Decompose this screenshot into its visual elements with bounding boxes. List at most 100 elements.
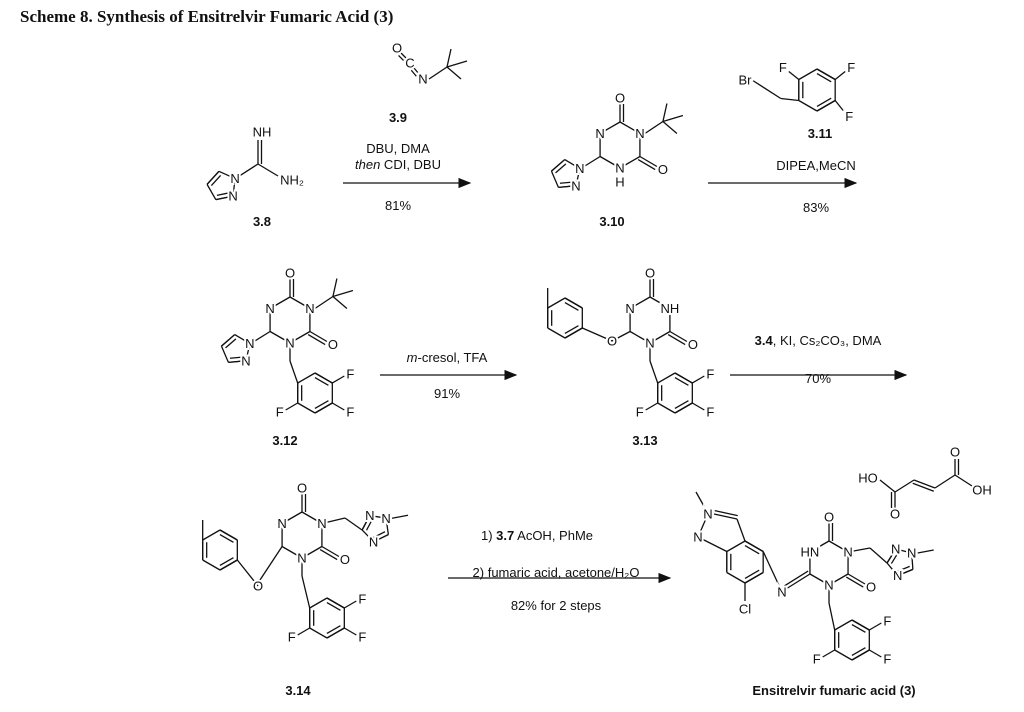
bond (413, 67, 420, 75)
bond (365, 518, 374, 531)
labels: DBU, DMA then CDI, DBU 81% DIPEA,MeCN 83… (253, 110, 916, 698)
bond (228, 360, 247, 364)
atom-label-n: N (907, 545, 916, 560)
compound-label-3-13: 3.13 (632, 433, 657, 448)
bond (726, 571, 746, 584)
bond (547, 297, 566, 309)
bond (564, 159, 581, 170)
bond (847, 573, 866, 585)
bond (934, 474, 956, 489)
bond (314, 402, 333, 414)
atom-label-n: N (241, 353, 250, 368)
bond (297, 372, 316, 384)
bond (886, 562, 899, 577)
bond (691, 375, 705, 384)
atom-label-n: N (645, 336, 654, 351)
atom-label-f: F (346, 405, 354, 420)
bond (332, 296, 348, 309)
atom-label-n: N (777, 585, 786, 600)
bond (428, 66, 448, 80)
bond (245, 343, 251, 361)
bond (834, 100, 844, 111)
bond (564, 325, 579, 334)
bond (301, 511, 323, 525)
bond (788, 70, 800, 81)
bond (851, 647, 866, 656)
bond (897, 568, 914, 577)
atom-label-cl: Cl (739, 602, 751, 617)
bond (281, 511, 303, 525)
atom-label-o: O (297, 481, 307, 496)
bond (912, 482, 934, 492)
compound-label-3-8: 3.8 (253, 214, 271, 229)
bond (762, 551, 783, 593)
bond (575, 168, 581, 186)
bond (202, 529, 221, 541)
bond (446, 48, 452, 68)
atom-label-o: O (950, 445, 960, 460)
bond (281, 545, 303, 559)
atom-label-f: F (346, 367, 354, 382)
bond (736, 518, 746, 542)
bond (289, 296, 311, 310)
bond (669, 330, 688, 343)
bond (343, 600, 357, 609)
atom-label-n: N (891, 542, 900, 557)
bond (236, 559, 259, 587)
bond (868, 622, 882, 631)
bond (714, 509, 738, 517)
bond (583, 155, 601, 168)
atom-label-o: O (688, 337, 698, 352)
bond (798, 68, 818, 81)
bond (289, 360, 299, 384)
atom-label-o: O (285, 266, 295, 281)
compound-label-3-12: 3.12 (272, 433, 297, 448)
atom-label-f: F (288, 630, 296, 645)
bond (558, 185, 577, 189)
bond (221, 334, 236, 347)
atom-label-f: F (845, 109, 853, 124)
atom-label-f: F (779, 60, 787, 75)
condition-1a: DBU, DMA (366, 141, 430, 156)
bond (751, 79, 782, 100)
bond (645, 402, 659, 411)
bond (446, 66, 462, 80)
bond (257, 163, 279, 177)
atom-label-o: O (890, 507, 900, 522)
bond (550, 170, 559, 188)
atom-label-n: N (418, 72, 427, 87)
bond (309, 330, 328, 343)
bond (564, 302, 579, 311)
bond (582, 327, 613, 342)
atom-label-f: F (847, 60, 855, 75)
atom-label-n: N (615, 161, 624, 176)
atom-label-n: N (297, 551, 306, 566)
atom-label-o: O (253, 579, 263, 594)
atom-label-nh: NH (253, 125, 272, 140)
compound-label-3-11: 3.11 (808, 126, 833, 141)
bond (828, 602, 836, 631)
atom-label-n: N (230, 171, 239, 186)
condition-1b: then CDI, DBU (355, 157, 441, 172)
bond (744, 540, 764, 553)
bond (657, 402, 676, 414)
bond (662, 114, 684, 123)
bond (886, 548, 897, 564)
bond (321, 517, 346, 525)
bond (234, 334, 251, 345)
atom-label-br: Br (739, 73, 753, 88)
bond (816, 97, 832, 107)
bond (373, 531, 386, 538)
bond (798, 99, 818, 112)
atom-label-f: F (883, 652, 891, 667)
bond (285, 402, 299, 411)
bond (691, 402, 705, 411)
yield-3: 91% (434, 386, 460, 401)
bond (851, 649, 870, 661)
bond (202, 559, 221, 571)
bond (785, 573, 811, 590)
bond (547, 327, 566, 339)
atom-label-nh: NH (661, 301, 680, 316)
bond (911, 552, 914, 570)
